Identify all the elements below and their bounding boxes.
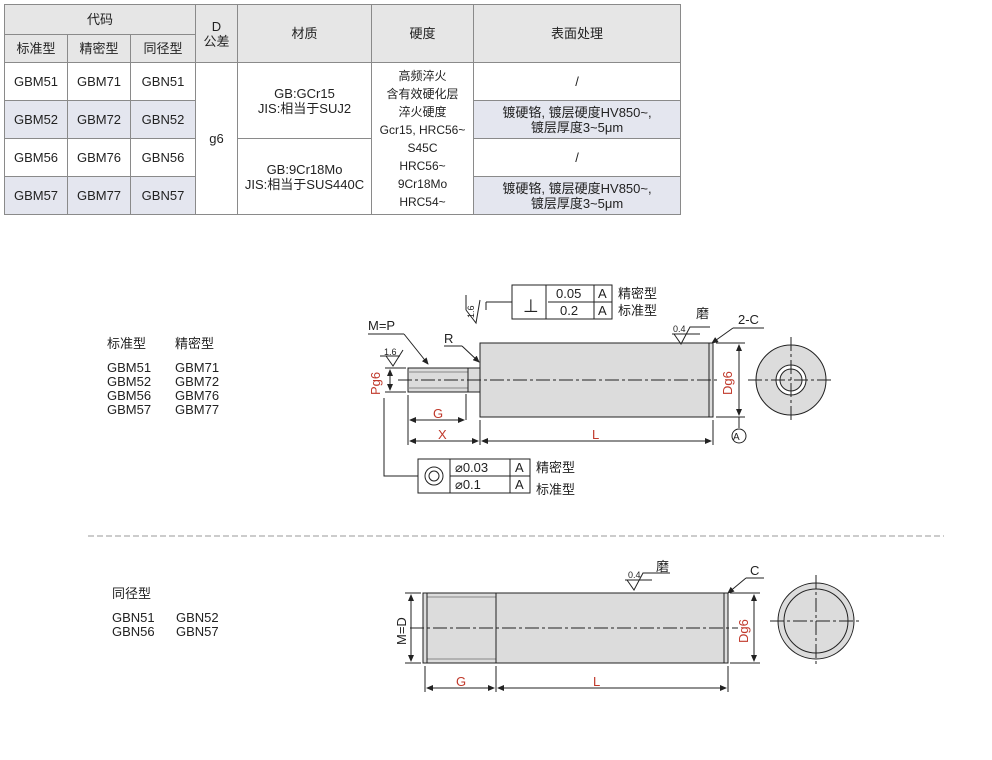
table-cell: GBM71 xyxy=(67,62,131,101)
list-item: GBM72 xyxy=(175,374,220,389)
header-same-diameter: 同径型 xyxy=(130,34,196,63)
table-cell: GBM77 xyxy=(67,176,131,215)
header-code: 代码 xyxy=(4,4,196,35)
roughness-label: 0.4 xyxy=(673,324,686,334)
roughness-label: 0.4 xyxy=(628,570,641,580)
perp-standard-label: 标准型 xyxy=(618,303,657,318)
table-cell: GBM51 xyxy=(4,62,68,101)
header-material: 材质 xyxy=(237,4,372,63)
roughness-label: 1.6 xyxy=(466,305,476,318)
roughness-label: 1.6 xyxy=(384,347,397,357)
header-hardness: 硬度 xyxy=(371,4,474,63)
dim-l-label-2: L xyxy=(593,674,600,689)
dg6-label-2: Dg6 xyxy=(736,619,751,643)
table-cell: GBN56 xyxy=(130,138,196,177)
list-item: GBM56 xyxy=(107,388,152,403)
tolerance-cell: g6 xyxy=(195,62,238,215)
group2-list: 同径型 GBN51 GBN52 GBN56 GBN57 xyxy=(112,587,236,639)
shaft-drawing-1 xyxy=(368,284,834,494)
dim-x-label: X xyxy=(438,427,447,442)
list-item: GBN51 xyxy=(112,610,155,625)
surface-cell: 镀硬铬, 镀层硬度HV850~,镀层厚度3~5μm xyxy=(473,100,681,139)
header-precision: 精密型 xyxy=(67,34,131,63)
list-item: GBM77 xyxy=(175,402,220,417)
table-cell: GBN57 xyxy=(130,176,196,215)
drawing1-text: M=P 1.6 1.6 R 0.4 磨 2-C Pg6 Dg6 A G X L … xyxy=(368,286,759,497)
datum-ref: A xyxy=(598,286,607,301)
list-item: GBM51 xyxy=(107,360,152,375)
group1-title-prec: 精密型 xyxy=(175,336,215,351)
chamfer-label-2: C xyxy=(750,563,759,578)
list-item: GBN57 xyxy=(176,624,219,639)
m-eq-p-label: M=P xyxy=(368,318,395,333)
list-item: GBN52 xyxy=(176,610,219,625)
group1-list: 标准型 精密型 GBM51 GBM71 GBM52 GBM72 GBM56 GBM76… xyxy=(107,337,235,417)
perp-precision-value: 0.05 xyxy=(556,286,581,301)
conc-standard-value: ⌀0.1 xyxy=(455,477,481,492)
grind-label: 磨 xyxy=(696,306,709,321)
table-cell: GBM57 xyxy=(4,176,68,215)
grind-label-2: 磨 xyxy=(656,559,669,574)
table-cell: GBM56 xyxy=(4,138,68,177)
conc-precision-label: 精密型 xyxy=(536,460,575,475)
datum-ref: A xyxy=(515,460,524,475)
table-cell: GBM52 xyxy=(4,100,68,139)
m-eq-d-label: M=D xyxy=(394,617,409,645)
chamfer-label: 2-C xyxy=(738,312,759,327)
conc-precision-value: ⌀0.03 xyxy=(455,460,488,475)
drawing2-text: M=D Dg6 G L 0.4 磨 C xyxy=(394,559,759,689)
list-item: GBM71 xyxy=(175,360,220,375)
dg6-label: Dg6 xyxy=(720,371,735,395)
list-item: GBM52 xyxy=(107,374,152,389)
group2-title: 同径型 xyxy=(112,586,152,601)
table-cell: GBN51 xyxy=(130,62,196,101)
radius-label: R xyxy=(444,331,453,346)
dim-g-label: G xyxy=(433,406,443,421)
surface-cell: 镀硬铬, 镀层硬度HV850~,镀层厚度3~5μm xyxy=(473,176,681,215)
perp-precision-label: 精密型 xyxy=(618,286,657,301)
conc-standard-label: 标准型 xyxy=(536,482,575,497)
list-item: GBM57 xyxy=(107,402,152,417)
header-surface: 表面处理 xyxy=(473,4,681,63)
datum-a-circle xyxy=(731,428,747,444)
dim-g-label-2: G xyxy=(456,674,466,689)
datum-a-label: A xyxy=(733,432,740,443)
perp-standard-value: 0.2 xyxy=(560,303,578,318)
shaft-drawing-2 xyxy=(405,572,862,692)
list-item: GBM76 xyxy=(175,388,220,403)
header-standard: 标准型 xyxy=(4,34,68,63)
list-item: GBN56 xyxy=(112,624,155,639)
table-cell: GBN52 xyxy=(130,100,196,139)
datum-ref: A xyxy=(515,477,524,492)
perpendicularity-icon: ⊥ xyxy=(523,296,539,316)
table-cell: GBM72 xyxy=(67,100,131,139)
pg6-label: Pg6 xyxy=(368,372,383,395)
group1-title-std: 标准型 xyxy=(107,336,147,351)
datum-ref: A xyxy=(598,303,607,318)
dim-l-label: L xyxy=(592,427,599,442)
